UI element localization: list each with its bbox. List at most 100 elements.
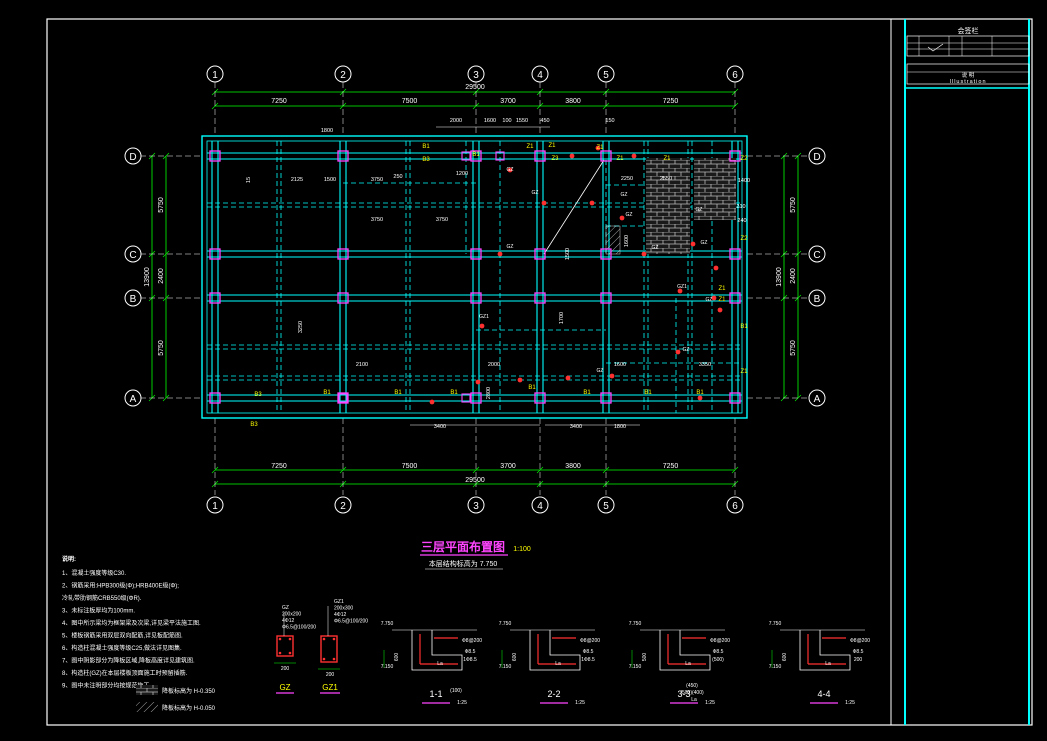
plan-label: B1 — [450, 390, 458, 396]
column — [470, 392, 482, 404]
dim-top-span: 3800 — [565, 98, 581, 105]
column — [495, 151, 505, 161]
section-elev-bot: 7.150 — [499, 664, 512, 670]
note-line: 3、未标注板厚均为100mm. — [62, 607, 135, 615]
secondary-beams — [207, 141, 742, 413]
axis-bubble — [206, 496, 224, 514]
plan-label: B1 — [422, 144, 430, 150]
column — [600, 392, 612, 404]
section-rebar-spec: Ф8.5 — [583, 649, 594, 655]
dim-inner: 3750 — [371, 177, 383, 183]
gz-name: GZ — [279, 683, 290, 692]
section-1: 7.7507.150600Ф8@200Ф8.51Ф8.5La1-11:25(10… — [381, 621, 482, 706]
section-rebar-spec: Ф8@200 — [580, 638, 600, 644]
plan-gz-label: GZ — [621, 192, 628, 198]
plan-label: Z1 — [596, 145, 604, 151]
axis-bubble — [334, 65, 352, 83]
dim-inner: 1200 — [456, 171, 468, 177]
gz1-spec: 4Φ12 — [334, 612, 347, 618]
gz-dim: 200 — [281, 666, 290, 672]
column — [600, 292, 612, 304]
dim-inner: 2800 — [486, 387, 492, 399]
column — [209, 150, 221, 162]
axis-bubble — [124, 389, 142, 407]
axis-bubble — [808, 289, 826, 307]
dim-tick — [536, 466, 544, 474]
dim-bottom-total: 29500 — [465, 477, 485, 484]
gz-detail — [274, 606, 340, 694]
lowered-slab-brick-1 — [646, 158, 690, 220]
note-line: 4、图中所示梁均为框架梁及次梁,详见梁平法施工图. — [62, 619, 201, 627]
column — [461, 151, 471, 161]
plan-gz-label: GZ1 — [677, 284, 687, 290]
dim-bottom-span: 3700 — [500, 463, 516, 470]
section-scale: 1:25 — [575, 700, 585, 706]
gz-spec: Φ6.5@100/200 — [282, 625, 316, 631]
plan-label: Z1 — [526, 144, 534, 150]
section-dim-extra: (450) — [686, 683, 698, 689]
column — [470, 292, 482, 304]
column — [461, 393, 471, 403]
plan-gz-label: GZ — [626, 212, 633, 218]
section-outline — [659, 630, 711, 671]
axis-bubble — [334, 496, 352, 514]
dim-right-span: 2400 — [790, 268, 797, 284]
dim-inner: 1600 — [624, 235, 630, 247]
dim-right-total: 13900 — [776, 267, 783, 287]
section-outline — [799, 630, 851, 671]
constructional-column-markers — [429, 145, 723, 405]
dim-inner: 3250 — [298, 321, 304, 333]
plan-label: B1 — [696, 390, 704, 396]
legend-brick-swatch — [136, 685, 158, 695]
stair-diagonal — [543, 159, 605, 255]
plan-gz-label: GZ — [706, 297, 713, 303]
building-structure — [201, 135, 748, 419]
section-3: 7.7507.150500Ф8@200Ф8.5(500)La3-31:25(45… — [629, 621, 730, 706]
note-line: 2、钢筋采用:HPB300级(Φ);HRB400E级(Φ); — [62, 582, 179, 590]
axis-label: 1 — [212, 70, 218, 81]
plan-gz-label: GZ — [683, 347, 690, 353]
columns — [209, 150, 741, 404]
plan-label: B1 — [323, 390, 331, 396]
dim-bottom-span: 7250 — [271, 463, 287, 470]
plan-label: B1 — [472, 152, 480, 158]
section-name: 1-1 — [429, 689, 442, 699]
dim-top-span: 7500 — [402, 98, 418, 105]
section-rebar-spec: 200 — [854, 657, 863, 663]
column — [534, 150, 546, 162]
dim-inner: 15 — [246, 177, 252, 183]
plan-subtitle: 本层结构标高为 7.750 — [429, 559, 498, 568]
axis-bubble — [531, 65, 549, 83]
plan-title: 三层平面布置图 — [421, 539, 505, 554]
gz-marker — [697, 395, 703, 401]
section-scale: 1:25 — [457, 700, 467, 706]
plan-gz-label: GZ — [507, 167, 514, 173]
axis-label: 6 — [732, 501, 738, 512]
plan-label: B3 — [254, 392, 262, 398]
column — [534, 392, 546, 404]
legend-diag-swatch — [136, 702, 158, 712]
plan-label: Z1 — [663, 156, 671, 162]
axis-bubble — [597, 65, 615, 83]
section-name: 2-2 — [547, 689, 560, 699]
dim-tick — [731, 466, 739, 474]
title-block-sub-label-en: Illustration — [949, 79, 986, 85]
column — [209, 248, 221, 260]
dim-inner: 1800 — [614, 424, 626, 430]
dim-inner: 1700 — [559, 312, 565, 324]
dim-left-span: 2400 — [158, 268, 165, 284]
plan-gz-label: GZ — [652, 245, 659, 251]
gz-marker — [595, 145, 601, 151]
plan-gz-label: GZ1 — [479, 314, 489, 320]
axis-bubble — [531, 496, 549, 514]
gz1-spec: Φ6.5@100/200 — [334, 619, 368, 625]
gz1-spec: 200x300 — [334, 606, 353, 612]
section-rebar-spec: Ф8@200 — [850, 638, 870, 644]
section-rebar-spec: (500) — [712, 657, 724, 663]
section-rebar-spec: 1Ф8.5 — [581, 657, 595, 663]
dim-inner: 3350 — [699, 362, 711, 368]
plan-gz-label: GZ — [696, 207, 703, 213]
dim-inner: 3750 — [436, 217, 448, 223]
axis-bubble — [726, 65, 744, 83]
